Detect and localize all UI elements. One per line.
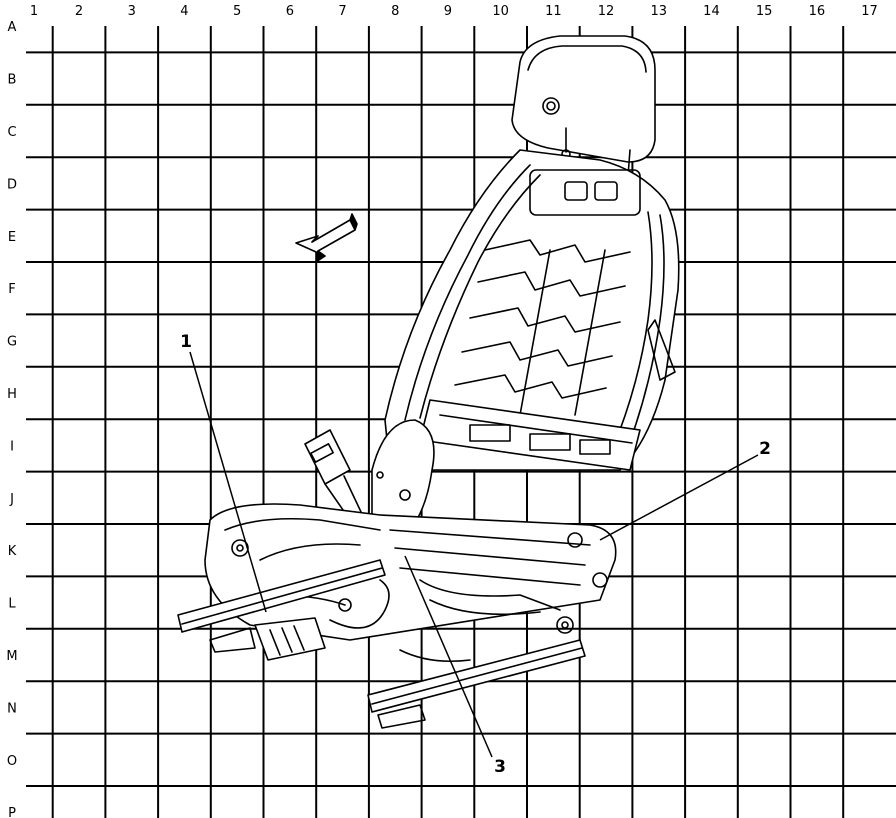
row-label: G [7, 335, 17, 350]
row-label: D [7, 177, 17, 192]
column-label: 5 [233, 4, 241, 19]
callout-leader-3 [404, 555, 493, 758]
column-label: 2 [75, 4, 83, 19]
seat-cushion-frame [204, 503, 617, 641]
left-seat-track [177, 559, 386, 653]
lift-motor [254, 579, 390, 661]
row-label: I [10, 439, 14, 454]
callout-1: 1 [180, 332, 192, 352]
callout-leader-2 [599, 454, 759, 541]
column-label: 16 [809, 4, 826, 19]
front-direction-arrow [295, 213, 358, 263]
column-label: 3 [128, 4, 136, 19]
column-label: 6 [286, 4, 294, 19]
column-label: 14 [703, 4, 720, 19]
row-label: O [7, 754, 17, 769]
row-label: M [6, 649, 17, 664]
right-seat-track [367, 639, 586, 729]
column-label: 15 [756, 4, 773, 19]
column-label: 8 [391, 4, 399, 19]
column-label: 12 [598, 4, 615, 19]
column-label: 17 [861, 4, 878, 19]
callout-leader-1 [189, 351, 267, 613]
column-label: 11 [545, 4, 562, 19]
row-label: H [7, 387, 17, 402]
row-label: C [7, 125, 16, 140]
row-label: B [8, 73, 17, 88]
column-label: 4 [180, 4, 188, 19]
column-label: 9 [444, 4, 452, 19]
row-label: E [8, 230, 16, 245]
row-label: L [8, 597, 16, 612]
callout-3: 3 [494, 757, 506, 777]
row-labels: A B C D E F G H I J K L M N O P [6, 20, 17, 818]
row-label: K [8, 544, 17, 559]
row-label: A [8, 20, 17, 35]
column-label: 1 [30, 4, 38, 19]
seat-illustration [177, 35, 680, 729]
headrest [511, 35, 656, 181]
callout-leaders [189, 351, 759, 758]
column-label: 13 [650, 4, 667, 19]
column-label: 10 [492, 4, 509, 19]
callout-2: 2 [759, 439, 771, 459]
row-label: N [7, 701, 17, 716]
callouts: 1 2 3 [180, 332, 771, 777]
row-label: F [8, 282, 15, 297]
under-seat-linkage [399, 579, 574, 663]
column-label: 7 [338, 4, 346, 19]
seatback-frame [384, 149, 680, 471]
row-label: P [8, 806, 16, 818]
row-label: J [9, 492, 14, 507]
